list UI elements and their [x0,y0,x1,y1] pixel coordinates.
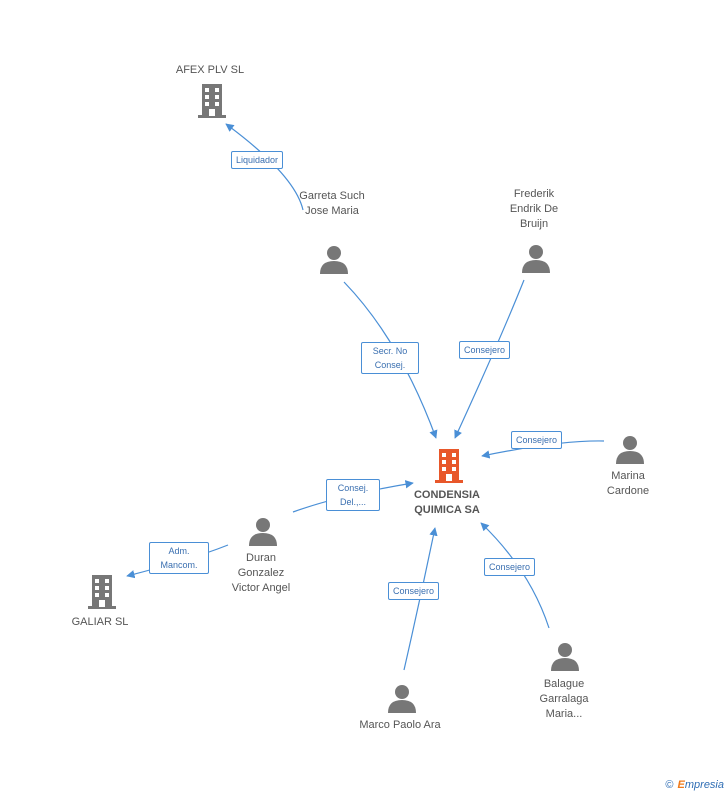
person-icon [320,246,348,274]
node-label-galiar[interactable]: GALIAR SL [71,616,129,628]
brand-initial: E [677,779,685,791]
edge-label-adm-mancom[interactable]: Adm. Mancom. [149,542,209,574]
edge-label-liquidador[interactable]: Liquidador [231,151,284,169]
node-label-balague[interactable]: Balague Garralaga Maria... [539,678,589,720]
brand-logo: ©Empresia [665,779,724,791]
building-icon [88,575,116,609]
node-label-frederik[interactable]: Frederik Endrik De Bruijn [509,188,559,230]
person-icon [551,643,579,671]
person-icon [249,518,277,546]
edge-label-consejero-balague[interactable]: Consejero [484,558,536,576]
edge-label-consejero-marco[interactable]: Consejero [388,582,440,600]
edge-label-consej-del[interactable]: Consej. Del.,... [326,479,380,511]
edge-garreta-afex [225,123,304,211]
node-label-marina[interactable]: Marina Cardone [606,470,650,497]
person-icon [388,685,416,713]
node-label-duran[interactable]: Duran Gonzalez Victor Angel [231,552,291,594]
person-icon [522,245,550,273]
node-label-afex[interactable]: AFEX PLV SL [175,64,245,76]
person-icon [616,436,644,464]
edge-label-secr[interactable]: Secr. No Consej. [361,342,419,374]
node-label-garreta[interactable]: Garreta Such Jose Maria [299,190,365,217]
edge-label-consejero-frederik[interactable]: Consejero [459,341,511,359]
node-label-marco[interactable]: Marco Paolo Ara [359,719,441,731]
copyright-symbol: © [665,779,674,791]
building-icon [198,84,226,118]
building-icon [435,449,463,483]
edge-frederik-center [454,279,525,439]
edge-label-consejero-marina[interactable]: Consejero [511,431,563,449]
node-label-center[interactable]: CONDENSIA QUIMICA SA [413,489,480,516]
brand-name: mpresia [684,779,724,791]
